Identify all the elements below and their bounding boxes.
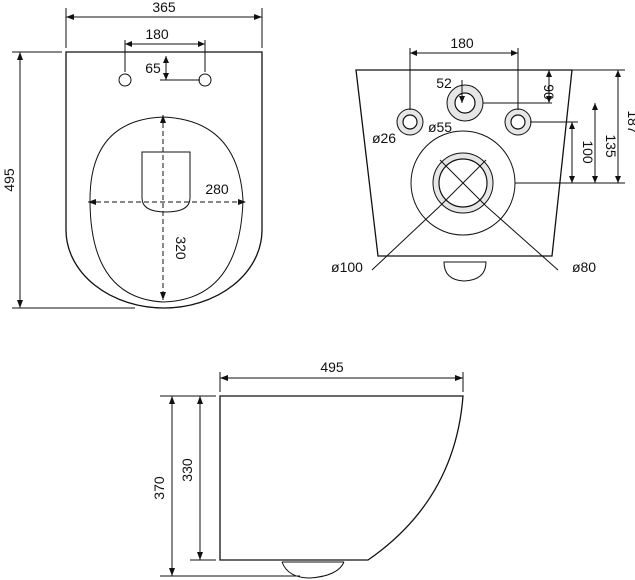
top-view-seat-depth-label: 320: [173, 236, 189, 260]
top-view-mount-offset-label: 65: [145, 60, 161, 76]
top-view-length-label: 495: [1, 168, 17, 192]
back-view-side-hole-diameter-label: ø26: [372, 130, 396, 146]
side-view: 495 330 370: [151, 359, 464, 579]
back-view-body-outline: [355, 69, 573, 257]
back-view-center-hole-height-label: 90: [541, 84, 557, 100]
back-view-bolt-hole-right-inner: [510, 114, 526, 130]
back-view-hole-spacing-label: 180: [450, 35, 474, 51]
top-view-seat-opening: [89, 116, 244, 303]
top-view-mount-hole-right: [198, 73, 212, 87]
back-view: ø100 ø80 180 52 ø26 ø55 90 100: [331, 35, 635, 282]
back-view-outlet-height-label: 100: [580, 140, 596, 164]
top-view-width-label: 365: [152, 0, 176, 15]
back-view-center-hole-offset-label: 52: [436, 75, 452, 91]
side-view-bottom-cap: [281, 561, 345, 579]
top-view-mount-hole-left: [118, 73, 132, 87]
back-view-center-hole-diameter-label: ø55: [428, 119, 452, 135]
back-view-bolt-hole-left-inner: [402, 114, 418, 130]
back-view-side-hole-height-label: 135: [603, 134, 619, 158]
side-view-length-label: 495: [320, 359, 344, 375]
top-view-bowl-outline: [65, 51, 263, 309]
back-view-outlet-outer-diameter-label: ø100: [331, 259, 363, 275]
top-view-seat-width-label: 280: [205, 181, 229, 197]
back-view-bottom-cap: [443, 261, 487, 282]
top-view: 365 180 65 495 280 320: [1, 0, 263, 309]
side-view-body-height-label: 330: [179, 458, 195, 482]
top-view-mount-spacing-label: 180: [145, 26, 169, 42]
side-view-total-height-label: 370: [151, 476, 167, 500]
side-view-body-outline: [219, 395, 464, 561]
back-view-height-label: 187: [625, 110, 635, 134]
back-view-outlet-inner-diameter-label: ø80: [572, 259, 596, 275]
top-view-rim-opening: [141, 151, 191, 213]
